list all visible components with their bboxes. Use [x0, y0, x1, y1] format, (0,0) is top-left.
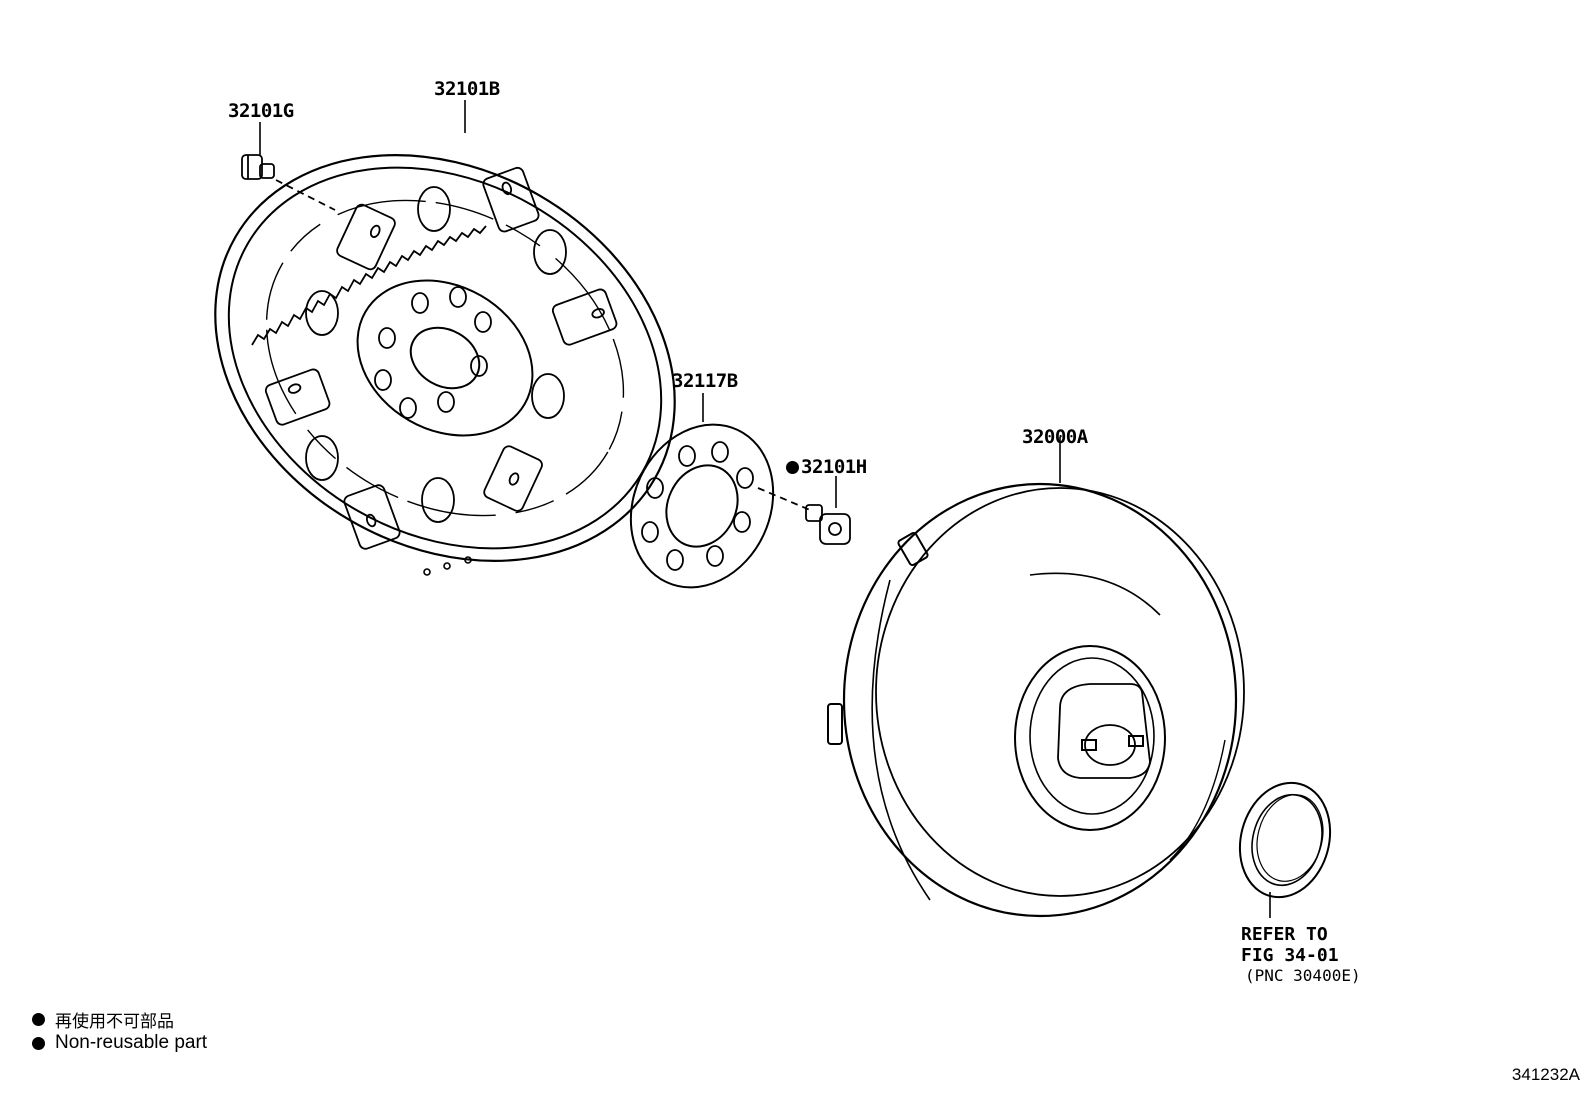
part-label-32000A: 32000A	[1022, 426, 1088, 448]
legend-japanese: 再使用不可部品	[32, 1007, 174, 1032]
bolt-32101H	[757, 487, 851, 545]
ring-gear-teeth	[251, 225, 487, 346]
spacer-plate	[629, 423, 775, 589]
part-number-text: 32101H	[801, 456, 867, 478]
oil-seal	[1238, 781, 1332, 918]
part-label-32101G: 32101G	[228, 100, 294, 122]
reference-note-line3: (PNC 30400E)	[1245, 966, 1361, 985]
legend-japanese-text: 再使用不可部品	[55, 1012, 174, 1032]
legend-english-text: Non-reusable part	[55, 1032, 208, 1053]
mounting-windows	[264, 166, 618, 550]
lightening-holes	[305, 186, 567, 523]
bullet-icon	[32, 1013, 45, 1026]
hub-bolt-holes	[374, 286, 492, 419]
reference-note-line2: FIG 34-01	[1241, 945, 1339, 966]
non-reusable-bullet-icon	[786, 461, 799, 474]
part-label-32117B: 32117B	[672, 370, 738, 392]
leader-lines	[259, 100, 837, 508]
torque-converter	[827, 437, 1245, 918]
part-label-32101H: 32101H	[786, 458, 867, 477]
bolt-32101G	[241, 154, 336, 211]
figure-number: 341232A	[1511, 1065, 1580, 1084]
timing-marks	[423, 556, 472, 576]
reference-note-line1: REFER TO	[1241, 924, 1328, 945]
legend-english: Non-reusable part	[32, 1032, 207, 1054]
drive-plate	[214, 154, 676, 576]
bullet-icon	[32, 1036, 45, 1050]
part-label-32101B: 32101B	[434, 78, 500, 100]
